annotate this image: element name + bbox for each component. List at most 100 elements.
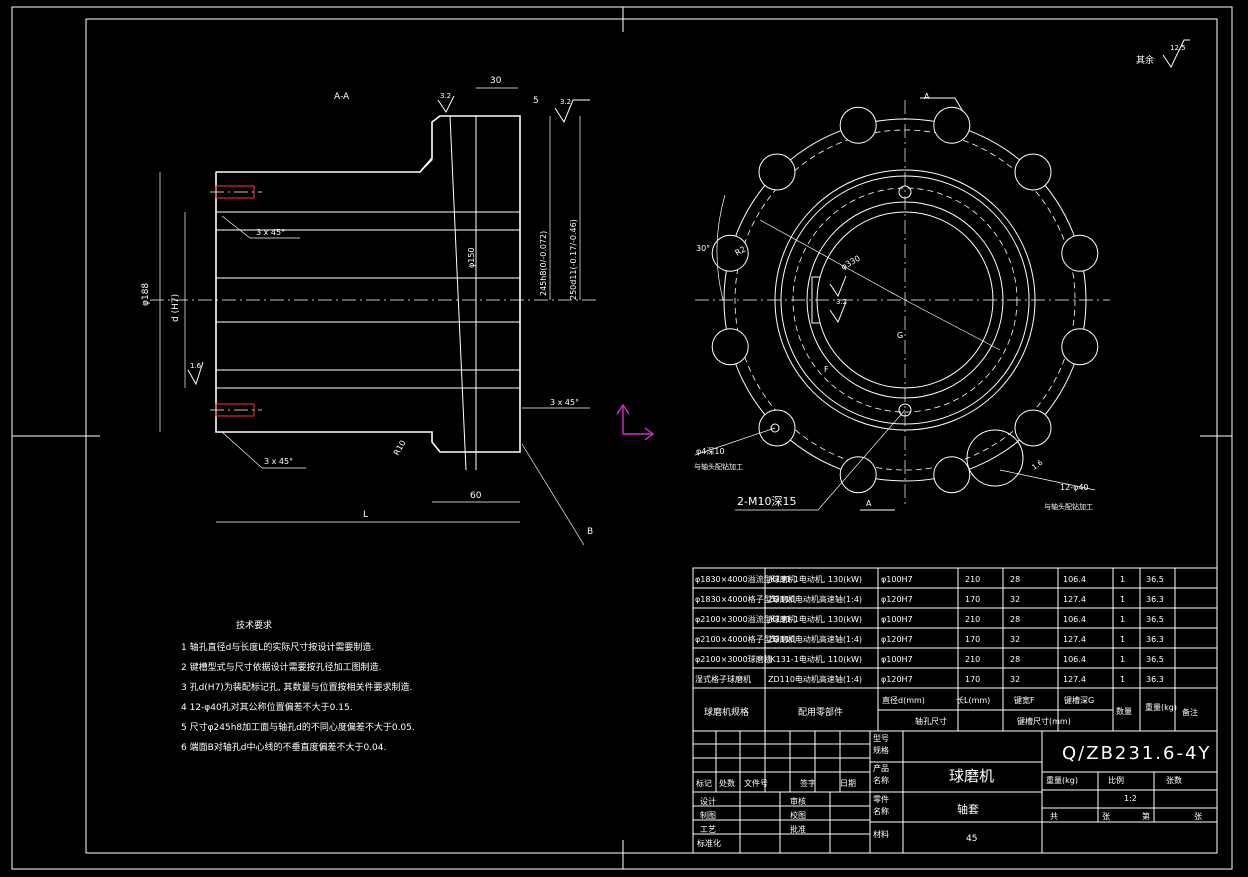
header-keyd: 键槽深G bbox=[1064, 695, 1094, 705]
title-block-grid bbox=[693, 731, 1217, 853]
keyway-mark bbox=[811, 276, 820, 324]
tb-review: 审核 bbox=[790, 796, 806, 806]
g-label: G bbox=[897, 331, 903, 340]
table-cell: φ120H7 bbox=[881, 595, 913, 604]
tb-scale: 1:2 bbox=[1124, 794, 1137, 803]
dim-250-text: 250d11(-0.17/-0.46) bbox=[569, 219, 578, 300]
roughness-bore-icon bbox=[187, 361, 204, 386]
tb-part1: 零件 bbox=[873, 794, 889, 804]
tb-std: 标准化 bbox=[697, 838, 721, 848]
table-cell: φ120H7 bbox=[881, 675, 913, 684]
roughness-hole-value: 1.6 bbox=[1031, 458, 1045, 471]
table-cell: 28 bbox=[1010, 615, 1020, 624]
radius-line bbox=[759, 219, 906, 301]
table-cell: φ1830×4000格子型球磨机 bbox=[695, 594, 796, 604]
table-cell: 28 bbox=[1010, 575, 1020, 584]
header-part: 配用零部件 bbox=[798, 706, 843, 718]
notches-group bbox=[711, 106, 1099, 494]
tb-weight-label: 重量(kg) bbox=[1046, 775, 1078, 785]
section-view-aa: A-A φ188 d (H7) 1.6 30 5 3.2 bbox=[141, 76, 600, 546]
table-cell: 1 bbox=[1120, 655, 1125, 664]
roughness-right-value: 3.2 bbox=[560, 98, 571, 106]
tapped-hole-top bbox=[898, 185, 912, 199]
view-arrow-top bbox=[920, 97, 963, 111]
tb-draw: 制图 bbox=[700, 810, 716, 820]
tb-product1: 产品 bbox=[873, 763, 889, 773]
hatch-lower bbox=[215, 387, 521, 453]
pin-hole bbox=[770, 423, 780, 433]
header-weight: 重量(kg) bbox=[1145, 702, 1177, 712]
header-bore-size: 轴孔尺寸 bbox=[915, 716, 947, 726]
holes-12-note: 与轴头配钻加工 bbox=[1044, 502, 1093, 511]
table-cell: 36.5 bbox=[1146, 655, 1164, 664]
tb-approve: 批准 bbox=[790, 824, 806, 834]
table-cell: 127.4 bbox=[1063, 675, 1086, 684]
tb-total: 共 bbox=[1050, 812, 1058, 821]
table-cell: φ2100×4000格子型球磨机 bbox=[695, 634, 796, 644]
header-key-size: 键槽尺寸(mm) bbox=[1017, 716, 1071, 726]
tech-line-6: 6 端面B对轴孔d中心线的不垂直度偏差不大于0.04. bbox=[181, 741, 386, 753]
table-cell: 湿式格子球磨机 bbox=[695, 674, 751, 684]
table-cell: 1 bbox=[1120, 635, 1125, 644]
table-cell: φ2100×3000球磨机 bbox=[695, 654, 772, 664]
dim-5-text: 5 bbox=[533, 96, 539, 106]
holes-leader bbox=[999, 469, 1096, 491]
phi-330: φ330 bbox=[840, 254, 862, 272]
chamfer-leader-3 bbox=[221, 431, 263, 469]
dim-phi-outer-text: φ188 bbox=[141, 283, 151, 306]
tapped-holes-label: 2-M10深15 bbox=[737, 495, 796, 508]
view-arrow-top-label: A bbox=[924, 92, 930, 101]
table-cell: ZD110电动机高速轴(1:4) bbox=[768, 674, 862, 684]
roughness-symbol-icon bbox=[1162, 39, 1190, 69]
chamfer-2: 3 x 45° bbox=[550, 398, 579, 407]
ucs-icon bbox=[616, 403, 655, 441]
title-block: 型号 规格 产品 名称 零件 名称 材料 球磨机 轴套 45 Q/ZB231.6… bbox=[692, 730, 1218, 854]
table-cell: 127.4 bbox=[1063, 595, 1086, 604]
table-cell: 106.4 bbox=[1063, 575, 1086, 584]
tb-drawing-no: Q/ZB231.6-4Y bbox=[1062, 743, 1211, 764]
tb-part2: 名称 bbox=[873, 806, 889, 816]
tb-file: 文件号 bbox=[744, 778, 768, 788]
dim-30-text: 30 bbox=[490, 76, 502, 86]
header-keyw: 键宽F bbox=[1014, 695, 1035, 705]
tb-product2: 名称 bbox=[873, 775, 889, 785]
table-cell: 170 bbox=[965, 675, 980, 684]
radius-label: R10 bbox=[392, 439, 408, 457]
datum-B: B bbox=[587, 527, 593, 537]
end-view: 3.2 A A 30° R2 φ330 G F φ4深10 与轴头配钻加工 2-… bbox=[694, 92, 1110, 511]
angle-label: 30° bbox=[696, 244, 710, 253]
table-cell: 28 bbox=[1010, 655, 1020, 664]
tb-page: 第 bbox=[1142, 811, 1150, 821]
tb-material: 45 bbox=[966, 834, 977, 844]
f-label: F bbox=[824, 365, 829, 374]
table-cell: 36.3 bbox=[1146, 675, 1164, 684]
rim-notch bbox=[839, 456, 877, 494]
rim-notch bbox=[758, 153, 796, 191]
table-cell: φ120H7 bbox=[881, 635, 913, 644]
chamfer-leader-1 bbox=[221, 215, 251, 239]
roughness-keyway-icon-2 bbox=[829, 301, 847, 324]
rim-notch bbox=[933, 106, 971, 144]
tb-model2: 规格 bbox=[873, 745, 889, 755]
tb-model1: 型号 bbox=[873, 734, 889, 743]
table-cell: 210 bbox=[965, 655, 980, 664]
dim-L-text: L bbox=[363, 510, 368, 520]
roughness-value: 12.5 bbox=[1170, 44, 1186, 52]
m10-leader bbox=[817, 409, 906, 511]
tapped-hole-bottom bbox=[898, 403, 912, 417]
table-cell: φ100H7 bbox=[881, 575, 913, 584]
hatch-upper bbox=[215, 115, 521, 213]
rim-notch bbox=[711, 234, 749, 272]
tech-title: 技术要求 bbox=[236, 619, 272, 631]
pin-hole-note: 与轴头配钻加工 bbox=[694, 462, 743, 471]
tech-requirements: 技术要求 1 轴孔直径d与长度L的实际尺寸按设计需要制造. 2 键槽型式与尺寸依… bbox=[181, 619, 415, 753]
tb-mat: 材料 bbox=[873, 829, 889, 839]
tb-zhang: 张 bbox=[1102, 812, 1110, 821]
tb-ratio-label: 比例 bbox=[1108, 775, 1124, 785]
tech-line-5: 5 尺寸φ245h8加工面与轴孔d的不同心度偏差不大于0.05. bbox=[181, 721, 415, 733]
tb-design: 设计 bbox=[700, 796, 716, 806]
table-cell: 1 bbox=[1120, 595, 1125, 604]
header-qty: 数量 bbox=[1116, 706, 1132, 716]
